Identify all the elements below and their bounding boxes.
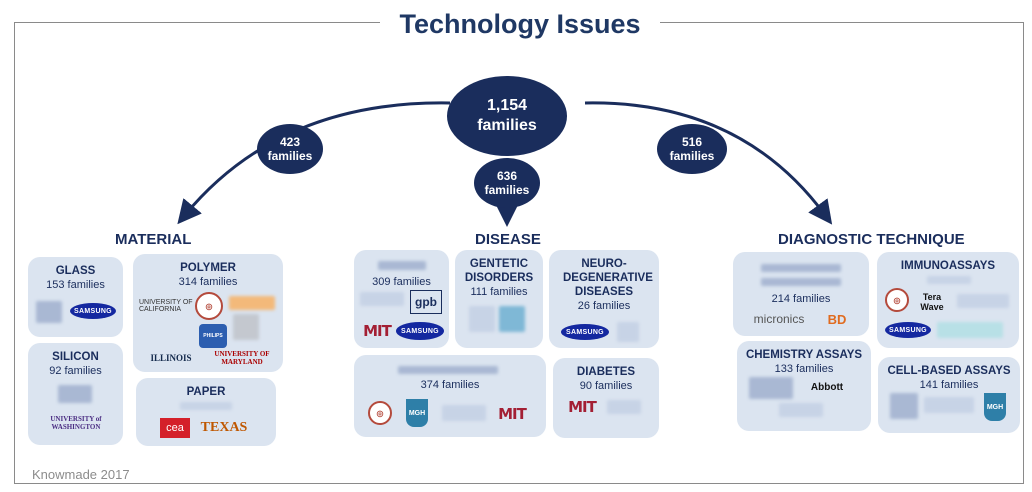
redacted-logo — [58, 385, 92, 403]
box-glass: GLASS 153 families SAMSUNG — [28, 257, 123, 337]
redacted-logo — [442, 405, 486, 421]
root-count: 1,154 — [486, 97, 528, 114]
redacted-logo — [469, 306, 495, 332]
box-genetic: GENTETIC DISORDERS 111 families — [455, 250, 543, 348]
mit-logo: MIT — [568, 398, 597, 416]
box-families: 26 families — [577, 300, 631, 312]
redacted-title — [761, 264, 841, 272]
branch-count: 423 — [279, 135, 301, 149]
box-families: 314 families — [178, 276, 238, 288]
box-families: 92 families — [49, 365, 102, 377]
root-label: families — [477, 117, 537, 134]
box-polymer: POLYMER 314 families UNIVERSITY OF CALIF… — [133, 254, 283, 372]
box-families: 141 families — [919, 379, 979, 391]
box-silicon: SILICON 92 families UNIVERSITY of WASHIN… — [28, 343, 123, 445]
box-paper: PAPER cea TEXAS — [136, 378, 276, 446]
micronics-logo: micronics — [753, 312, 805, 326]
terawave-logo: Tera Wave — [920, 292, 944, 312]
box-cell-based: CELL-BASED ASSAYS 141 families MGH — [878, 357, 1020, 433]
washington-logo: UNIVERSITY of WASHINGTON — [50, 415, 102, 431]
redacted-logo — [890, 393, 918, 419]
maryland-logo: UNIVERSITY OF MARYLAND — [214, 350, 270, 366]
category-diagnostic: DIAGNOSTIC TECHNIQUE — [778, 231, 965, 248]
samsung-logo: SAMSUNG — [885, 322, 931, 338]
abbott-logo: Abbott — [810, 381, 844, 393]
redacted-subtitle — [180, 402, 232, 410]
box-title: POLYMER — [180, 262, 236, 274]
box-disease-4: 374 families ◎ MGH MIT — [354, 355, 546, 437]
redacted-subtitle — [927, 276, 971, 284]
category-disease: DISEASE — [475, 231, 541, 248]
box-families: 374 families — [420, 379, 480, 391]
redacted-logo — [499, 306, 525, 332]
mit-logo: MIT — [363, 322, 392, 340]
redacted-logo — [36, 301, 62, 323]
box-diabetes: DIABETES 90 families MIT — [553, 358, 659, 438]
box-families: 90 families — [579, 380, 633, 392]
seal-logo: ◎ — [195, 292, 223, 320]
seal-logo: ◎ — [885, 288, 909, 312]
redacted-title — [761, 278, 841, 286]
redacted-logo — [957, 294, 1009, 308]
uc-logo: UNIVERSITY OF CALIFORNIA — [139, 299, 193, 313]
box-title: SILICON — [52, 351, 99, 363]
box-diagnostic-1: 214 families micronics BD — [733, 252, 869, 336]
box-families: 133 families — [774, 363, 834, 375]
gpb-logo: gpb — [410, 290, 442, 314]
redacted-logo — [233, 314, 259, 340]
box-title: NEURO-DEGENERATIVE DISEASES — [563, 258, 653, 298]
box-families: 153 families — [46, 279, 105, 291]
box-chemistry: CHEMISTRY ASSAYS 133 families Abbott — [737, 341, 871, 431]
redacted-logo — [617, 322, 639, 342]
redacted-logo — [937, 322, 1003, 338]
box-families: 111 families — [470, 286, 528, 298]
branch-node-diagnostic: 516 families — [657, 124, 727, 174]
branch-label: families — [669, 149, 715, 163]
bd-logo: BD — [827, 311, 847, 327]
root-node: 1,154 families — [447, 76, 567, 156]
seal-logo: ◎ — [368, 401, 392, 425]
footer-credit: Knowmade 2017 — [32, 467, 130, 482]
arc-diagnostic — [584, 101, 833, 225]
redacted-logo — [779, 403, 823, 417]
branch-label: families — [267, 149, 313, 163]
box-title: GENTETIC DISORDERS — [464, 258, 534, 284]
box-title: CHEMISTRY ASSAYS — [745, 349, 863, 361]
mit-logo: MIT — [498, 405, 527, 423]
box-title: CELL-BASED ASSAYS — [887, 365, 1011, 377]
redacted-logo — [360, 292, 404, 306]
philips-logo: PHILIPS — [199, 324, 227, 348]
redacted-logo — [749, 377, 793, 399]
box-families: 214 families — [771, 293, 831, 305]
redacted-title — [398, 366, 498, 374]
box-families: 309 families — [372, 276, 431, 288]
mgh-logo: MGH — [984, 393, 1006, 421]
box-title: PAPER — [186, 386, 226, 398]
illinois-logo: ILLINOIS — [150, 353, 192, 363]
box-title: GLASS — [55, 265, 96, 277]
box-immunoassays: IMMUNOASSAYS ◎ Tera Wave SAMSUNG — [877, 252, 1019, 348]
branch-node-disease: 636 families — [474, 158, 540, 208]
mgh-logo: MGH — [406, 399, 428, 427]
texas-logo: TEXAS — [200, 420, 248, 435]
redacted-logo — [924, 397, 974, 413]
diagram-title: Technology Issues — [380, 4, 660, 44]
branch-count: 636 — [496, 169, 518, 183]
category-material: MATERIAL — [115, 231, 192, 248]
box-title: IMMUNOASSAYS — [900, 260, 996, 272]
box-title: DIABETES — [576, 366, 636, 378]
redacted-title — [378, 261, 426, 270]
cea-logo: cea — [160, 418, 190, 438]
branch-label: families — [484, 183, 530, 197]
samsung-logo: SAMSUNG — [561, 324, 609, 340]
samsung-logo: SAMSUNG — [70, 303, 116, 319]
box-disease-1: 309 families gpb MIT SAMSUNG — [354, 250, 449, 348]
redacted-logo — [607, 400, 641, 414]
redacted-logo — [229, 296, 275, 310]
box-neuro: NEURO-DEGENERATIVE DISEASES 26 families … — [549, 250, 659, 348]
branch-count: 516 — [681, 135, 703, 149]
branch-node-material: 423 families — [257, 124, 323, 174]
samsung-logo: SAMSUNG — [396, 322, 444, 340]
